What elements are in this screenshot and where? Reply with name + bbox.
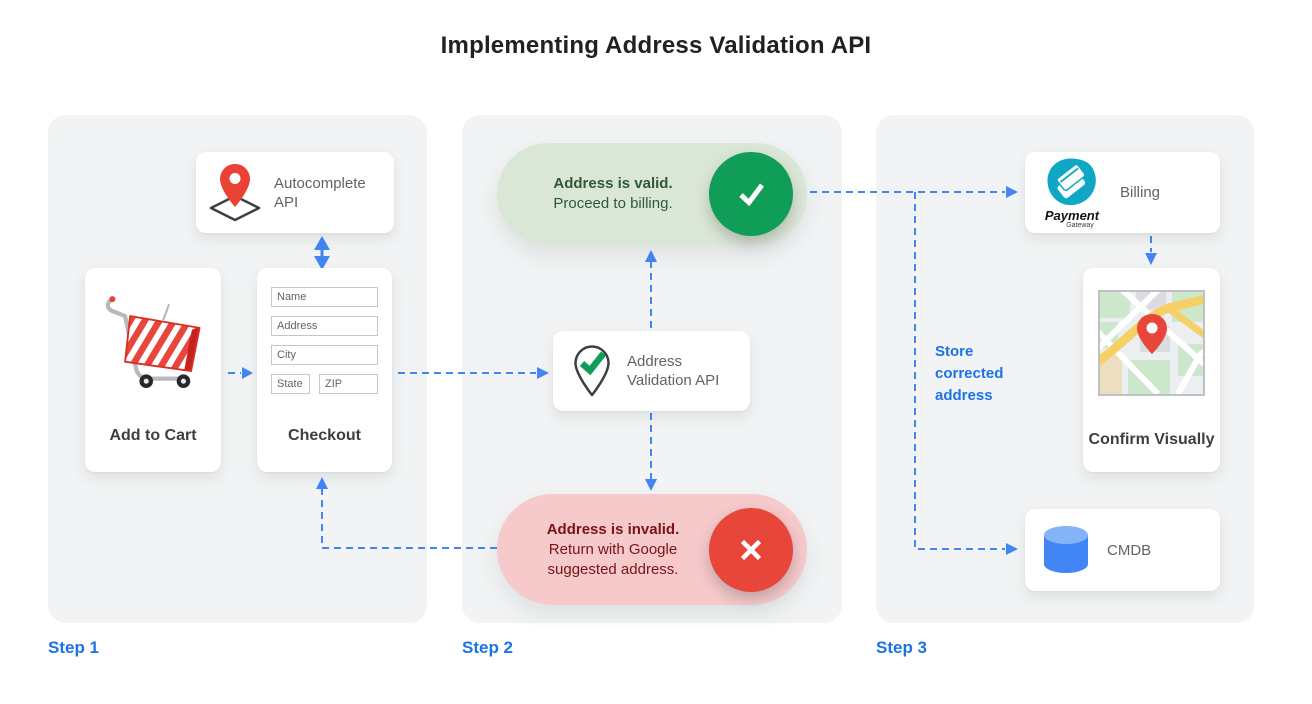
- payment-gateway-logo-subtitle: Gateway: [1066, 222, 1094, 229]
- payment-gateway-blob-icon: [1047, 158, 1096, 206]
- payment-gateway-logo-title: Payment: [1044, 208, 1100, 223]
- address-valid-text: Address is valid. Proceed to billing.: [527, 174, 699, 214]
- page-title: Implementing Address Validation API: [440, 32, 872, 59]
- checkout-form: Name Address City State ZIP: [271, 287, 378, 403]
- address-invalid-text: Address is invalid. Return with Google s…: [527, 520, 699, 580]
- map-pin-diamond-icon: [209, 163, 261, 221]
- autocomplete-api-card: Autocomplete API: [196, 152, 394, 233]
- address-valid-subtitle: Proceed to billing.: [553, 195, 673, 212]
- address-invalid-subtitle: Return with Google suggested address.: [547, 540, 679, 578]
- shopping-cart-icon: [105, 296, 201, 388]
- address-invalid-title: Address is invalid.: [546, 520, 680, 538]
- add-to-cart-card: Add to Cart: [85, 268, 221, 472]
- billing-card: Payment Gateway Billing: [1025, 152, 1220, 233]
- cmdb-label: CMDB: [1107, 541, 1152, 559]
- step3-label: Step 3: [876, 638, 928, 657]
- city-field: City: [271, 345, 378, 365]
- address-valid-pill: Address is valid. Proceed to billing.: [497, 143, 807, 245]
- confirm-visually-label: Confirm Visually: [1088, 431, 1215, 448]
- store-corrected-address-note: Store corrected address: [935, 343, 1004, 404]
- billing-label: Billing: [1120, 184, 1161, 201]
- step2-label: Step 2: [462, 638, 514, 657]
- state-field: State: [271, 374, 310, 394]
- map-thumbnail: [1098, 290, 1205, 396]
- address-validation-api-card: Address Validation API: [553, 331, 750, 411]
- address-valid-title: Address is valid.: [553, 175, 673, 192]
- confirm-visually-card: Confirm Visually: [1083, 268, 1220, 472]
- address-invalid-pill: Address is invalid. Return with Google s…: [497, 494, 807, 605]
- add-to-cart-label: Add to Cart: [109, 427, 197, 444]
- checkout-label: Checkout: [288, 427, 361, 444]
- checkout-card: Name Address City State ZIP Checkout: [257, 268, 392, 472]
- x-circle-icon: [709, 507, 793, 592]
- address-field: Address: [271, 316, 378, 336]
- name-field: Name: [271, 287, 378, 307]
- cmdb-card: CMDB: [1025, 509, 1220, 591]
- check-circle-icon: [709, 152, 793, 236]
- database-cylinder-icon: [1044, 526, 1088, 573]
- step1-label: Step 1: [48, 638, 100, 657]
- zip-field: ZIP: [319, 374, 378, 394]
- address-validation-api-label: Address Validation API: [627, 353, 720, 389]
- payment-gateway-logo: Payment Gateway: [1039, 155, 1105, 230]
- pin-check-icon: [574, 345, 610, 397]
- autocomplete-api-label: Autocomplete API: [274, 174, 366, 211]
